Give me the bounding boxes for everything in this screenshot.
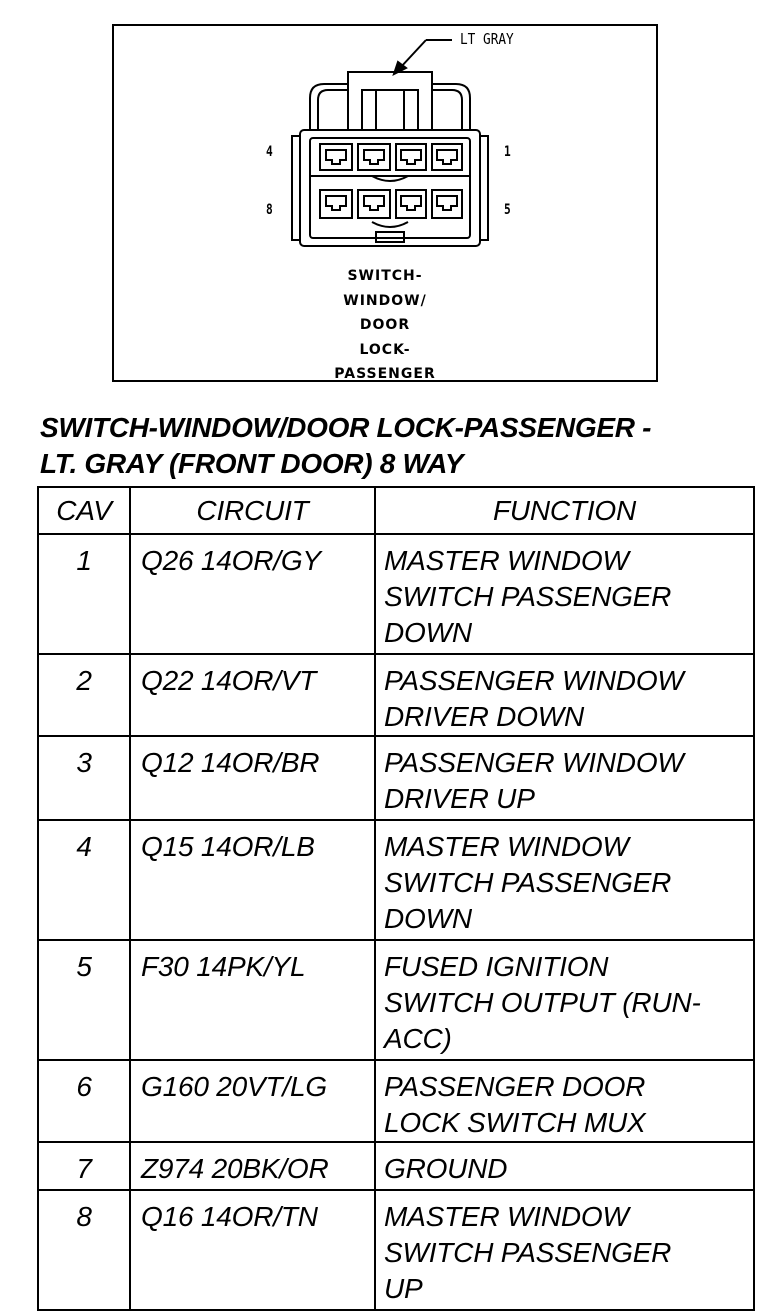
pin-label-1: 1 <box>504 144 511 160</box>
title-line-1: SWITCH-WINDOW/DOOR LOCK-PASSENGER - <box>40 412 652 443</box>
function-line: MASTER WINDOW <box>384 831 629 862</box>
cell-function: GROUND <box>374 1141 755 1191</box>
function-line: UP <box>384 1273 423 1304</box>
function-line: ACC) <box>384 1023 452 1054</box>
function-line: FUSED IGNITION <box>384 951 609 982</box>
function-line: DRIVER DOWN <box>384 701 585 732</box>
cell-circuit: Q12 14OR/BR <box>129 735 376 821</box>
function-line: PASSENGER WINDOW <box>384 747 684 778</box>
function-line: LOCK SWITCH MUX <box>384 1107 646 1138</box>
cell-cav: 8 <box>37 1189 131 1311</box>
cell-function: PASSENGER WINDOW DRIVER UP <box>374 735 755 821</box>
function-line: GROUND <box>384 1153 508 1184</box>
pin-label-5: 5 <box>504 202 511 218</box>
cell-function: MASTER WINDOW SWITCH PASSENGER DOWN <box>374 533 755 655</box>
function-line: MASTER WINDOW <box>384 1201 629 1232</box>
function-line: DRIVER UP <box>384 783 535 814</box>
function-line: MASTER WINDOW <box>384 545 629 576</box>
connector-title: SWITCH-WINDOW/DOOR LOCK-PASSENGER - LT. … <box>40 410 760 482</box>
connector-figure: LT GRAY 4 1 8 5 SWITCH- WINDOW/ DOOR LOC… <box>112 24 658 382</box>
cell-cav: 7 <box>37 1141 131 1191</box>
connector-drawing <box>291 39 489 247</box>
cell-circuit: Z974 20BK/OR <box>129 1141 376 1191</box>
cell-circuit: Q16 14OR/TN <box>129 1189 376 1311</box>
connector-name-line: DOOR <box>359 317 411 333</box>
function-line: SWITCH OUTPUT (RUN- <box>384 987 701 1018</box>
function-line: PASSENGER WINDOW <box>384 665 684 696</box>
color-callout: LT GRAY <box>460 30 514 48</box>
function-line: PASSENGER DOOR <box>384 1071 646 1102</box>
function-line: DOWN <box>384 617 472 648</box>
pin-label-8: 8 <box>266 202 273 218</box>
connector-name-line: SWITCH- <box>347 268 423 284</box>
function-line: SWITCH PASSENGER <box>384 581 672 612</box>
cell-cav: 5 <box>37 939 131 1061</box>
cell-function: PASSENGER DOOR LOCK SWITCH MUX <box>374 1059 755 1143</box>
cell-function: MASTER WINDOW SWITCH PASSENGER UP <box>374 1189 755 1311</box>
title-line-2: LT. GRAY (FRONT DOOR) 8 WAY <box>40 448 464 479</box>
connector-name-line: WINDOW/ <box>343 292 427 309</box>
cell-cav: 2 <box>37 653 131 737</box>
table-header-row: CAV CIRCUIT FUNCTION <box>37 486 755 535</box>
header-function: FUNCTION <box>374 486 755 535</box>
cell-cav: 3 <box>37 735 131 821</box>
header-cav: CAV <box>37 486 131 535</box>
cell-circuit: Q22 14OR/VT <box>129 653 376 737</box>
cell-circuit: Q15 14OR/LB <box>129 819 376 941</box>
header-circuit: CIRCUIT <box>129 486 376 535</box>
cell-cav: 6 <box>37 1059 131 1143</box>
function-line: DOWN <box>384 903 472 934</box>
cell-circuit: G160 20VT/LG <box>129 1059 376 1143</box>
pin-label-4: 4 <box>266 144 273 160</box>
cell-circuit: Q26 14OR/GY <box>129 533 376 655</box>
cell-function: MASTER WINDOW SWITCH PASSENGER DOWN <box>374 819 755 941</box>
cell-cav: 4 <box>37 819 131 941</box>
cell-cav: 1 <box>37 533 131 655</box>
function-line: SWITCH PASSENGER <box>384 1237 672 1268</box>
connector-name: SWITCH- WINDOW/ DOOR LOCK- PASSENGER <box>114 264 656 387</box>
cell-circuit: F30 14PK/YL <box>129 939 376 1061</box>
function-line: SWITCH PASSENGER <box>384 867 672 898</box>
cell-function: PASSENGER WINDOW DRIVER DOWN <box>374 653 755 737</box>
connector-name-line: PASSENGER <box>334 366 436 382</box>
cell-function: FUSED IGNITION SWITCH OUTPUT (RUN- ACC) <box>374 939 755 1061</box>
connector-name-line: LOCK- <box>359 341 411 358</box>
